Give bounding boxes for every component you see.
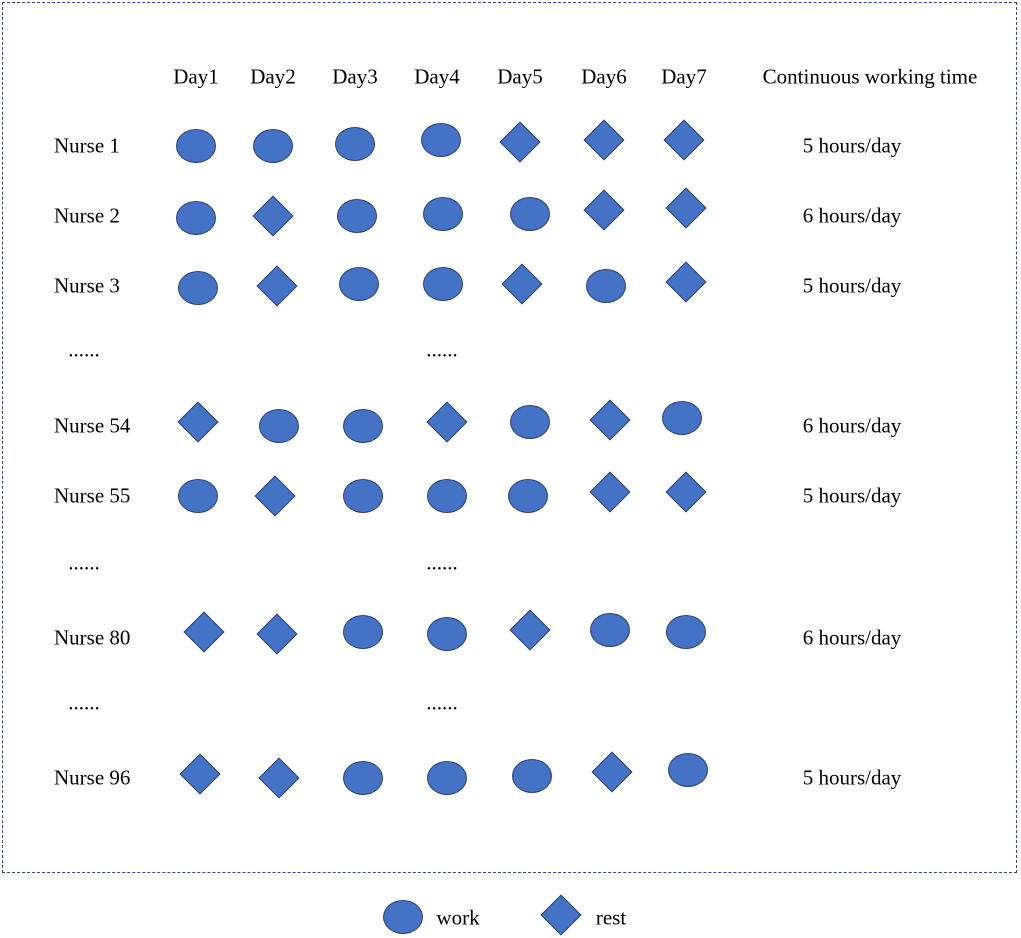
ellipsis: ......: [68, 690, 100, 715]
working-time-value: 5 hours/day: [802, 483, 902, 508]
work-symbol: [178, 479, 218, 513]
legend-rest-label: rest: [595, 905, 627, 930]
work-symbol: [335, 127, 375, 161]
nurse-label: Nurse 55: [54, 483, 131, 508]
work-symbol: [423, 267, 463, 301]
day-header-4: Day4: [414, 64, 460, 89]
working-time-value: 5 hours/day: [802, 273, 902, 298]
day-header-2: Day2: [250, 64, 296, 89]
work-symbol: [662, 401, 702, 435]
work-symbol: [510, 405, 550, 439]
work-symbol: [259, 409, 299, 443]
legend-rest-symbol: [540, 894, 582, 936]
work-symbol: [176, 201, 216, 235]
work-symbol: [343, 615, 383, 649]
legend-work-label: work: [436, 905, 480, 930]
working-time-value: 5 hours/day: [802, 133, 902, 158]
work-symbol: [337, 199, 377, 233]
day-header-1: Day1: [173, 64, 219, 89]
work-symbol: [176, 129, 216, 163]
nurse-label: Nurse 80: [54, 625, 131, 650]
nurse-label: Nurse 54: [54, 413, 131, 438]
day-header-5: Day5: [497, 64, 543, 89]
day-header-6: Day6: [581, 64, 627, 89]
work-symbol: [339, 267, 379, 301]
working-time-value: 5 hours/day: [802, 765, 902, 790]
work-symbol: [590, 613, 630, 647]
time-column-header: Continuous working time: [762, 64, 978, 89]
working-time-value: 6 hours/day: [802, 203, 902, 228]
diagram-frame: [2, 2, 1017, 873]
ellipsis: ......: [68, 337, 100, 362]
day-header-3: Day3: [332, 64, 378, 89]
work-symbol: [510, 197, 550, 231]
work-symbol: [512, 759, 552, 793]
working-time-value: 6 hours/day: [802, 413, 902, 438]
work-symbol: [668, 753, 708, 787]
work-symbol: [343, 761, 383, 795]
work-symbol: [343, 409, 383, 443]
work-symbol: [178, 271, 218, 305]
day-header-7: Day7: [661, 64, 707, 89]
working-time-value: 6 hours/day: [802, 625, 902, 650]
work-symbol: [586, 269, 626, 303]
nurse-label: Nurse 1: [54, 133, 120, 158]
ellipsis: ......: [68, 550, 100, 575]
work-symbol: [423, 197, 463, 231]
work-symbol: [427, 761, 467, 795]
work-symbol: [343, 479, 383, 513]
nurse-label: Nurse 3: [54, 273, 120, 298]
ellipsis: ......: [426, 690, 458, 715]
work-symbol: [427, 479, 467, 513]
ellipsis: ......: [426, 550, 458, 575]
work-symbol: [253, 129, 293, 163]
ellipsis: ......: [426, 337, 458, 362]
work-symbol: [421, 123, 461, 157]
nurse-label: Nurse 2: [54, 203, 120, 228]
work-symbol: [666, 615, 706, 649]
legend-work-symbol: [383, 900, 423, 934]
nurse-label: Nurse 96: [54, 765, 131, 790]
work-symbol: [508, 479, 548, 513]
work-symbol: [427, 617, 467, 651]
